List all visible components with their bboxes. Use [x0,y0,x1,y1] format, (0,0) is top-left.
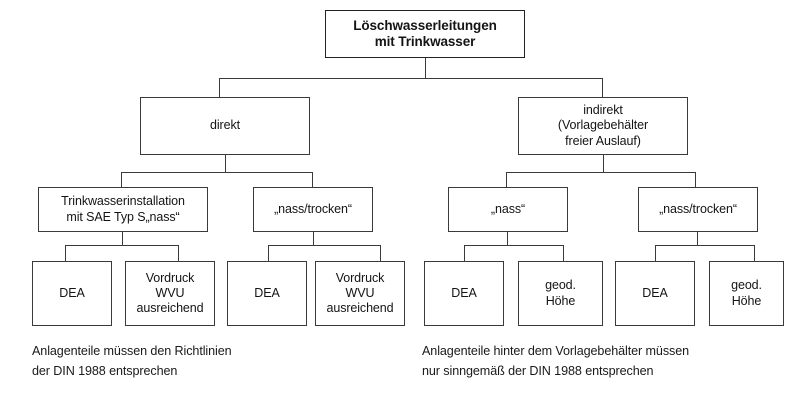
node-indirekt[interactable]: indirekt (Vorlagebehälter freier Auslauf… [518,97,688,155]
connector-to-indirekt [602,78,603,97]
connector-group1-stem [122,232,123,245]
node-root[interactable]: Löschwasserleitungen mit Trinkwasser [325,10,525,58]
connector-group2-bus [268,245,381,246]
connector-indirekt-child-left [506,172,507,187]
node-vordruck-2[interactable]: Vordruck WVU ausreichend [315,261,405,326]
connector-indirekt-child-right [695,172,696,187]
connector-group3-bus [464,245,564,246]
connector-indirekt-bus [506,172,696,173]
node-trinkwasserinstallation-label: Trinkwasserinstallation mit SAE Typ S„na… [61,194,185,224]
connector-level1-bus [219,78,603,79]
connector-group3-right [563,245,564,261]
connector-direkt-child-right [312,172,313,187]
node-trinkwasserinstallation[interactable]: Trinkwasserinstallation mit SAE Typ S„na… [38,187,208,232]
connector-direkt-child-left [121,172,122,187]
node-direkt[interactable]: direkt [140,97,310,155]
node-dea-2-label: DEA [254,285,280,300]
node-dea-1[interactable]: DEA [32,261,112,326]
connector-group3-left [464,245,465,261]
connector-indirekt-stem [603,155,604,172]
node-root-label: Löschwasserleitungen mit Trinkwasser [353,17,497,49]
connector-root-stem [425,58,426,78]
node-nass-label: „nass“ [490,201,526,216]
node-geod-hoehe-1-label: geod. Höhe [545,278,576,308]
connector-group2-left [268,245,269,261]
note-left: Anlagenteile müssen den Richtlinien der … [32,344,232,379]
node-nass-trocken-links-label: „nass/trocken“ [274,201,352,216]
node-dea-3[interactable]: DEA [424,261,504,326]
connector-group4-bus [655,245,755,246]
connector-direkt-stem [225,155,226,172]
note-right: Anlagenteile hinter dem Vorlagebehälter … [422,344,690,379]
connector-group4-right [754,245,755,261]
connector-group4-left [655,245,656,261]
connector-group1-right [178,245,179,261]
node-nass-trocken-rechts-label: „nass/trocken“ [659,201,737,216]
node-geod-hoehe-2[interactable]: geod. Höhe [709,261,784,326]
node-vordruck-1-label: Vordruck WVU ausreichend [136,270,204,316]
node-dea-3-label: DEA [451,285,477,300]
node-geod-hoehe-2-label: geod. Höhe [731,278,762,308]
node-nass-trocken-links[interactable]: „nass/trocken“ [253,187,373,232]
node-direkt-label: direkt [210,118,240,133]
node-nass-trocken-rechts[interactable]: „nass/trocken“ [638,187,758,232]
node-dea-1-label: DEA [59,285,85,300]
connector-group4-stem [697,232,698,245]
node-dea-4-label: DEA [642,285,668,300]
connector-to-direkt [219,78,220,97]
node-dea-4[interactable]: DEA [615,261,695,326]
node-dea-2[interactable]: DEA [227,261,307,326]
node-geod-hoehe-1[interactable]: geod. Höhe [518,261,603,326]
connector-group2-stem [313,232,314,245]
node-vordruck-2-label: Vordruck WVU ausreichend [326,270,394,316]
connector-group1-left [65,245,66,261]
node-vordruck-1[interactable]: Vordruck WVU ausreichend [125,261,215,326]
connector-group1-bus [65,245,179,246]
node-nass[interactable]: „nass“ [448,187,568,232]
connector-direkt-bus [121,172,313,173]
connector-group3-stem [507,232,508,245]
connector-group2-right [380,245,381,261]
node-indirekt-label: indirekt (Vorlagebehälter freier Auslauf… [557,103,649,148]
